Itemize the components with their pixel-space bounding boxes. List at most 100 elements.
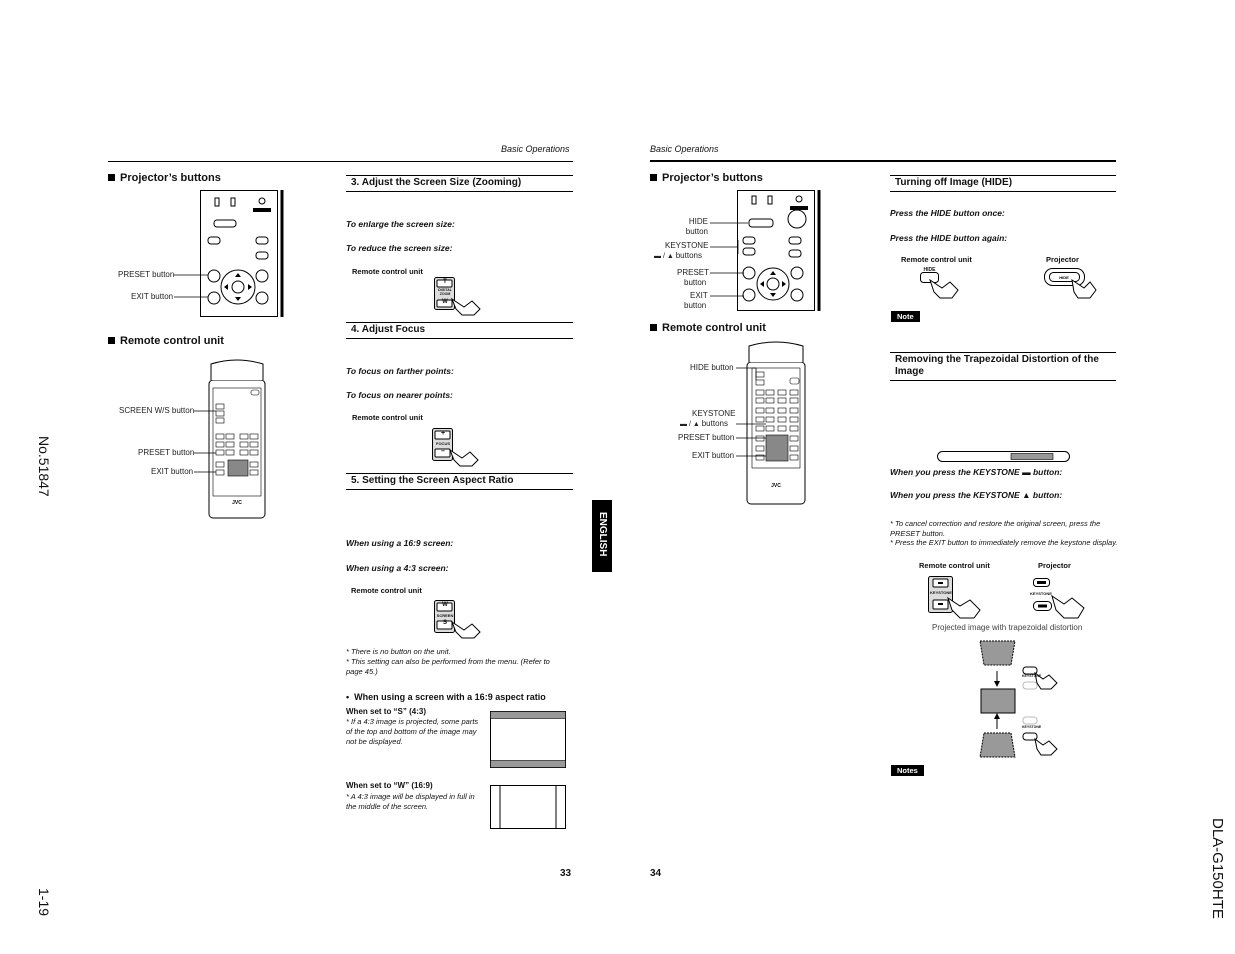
keystone-seq-label-1: KEYSTONE xyxy=(1022,674,1042,678)
left-preset-label: PRESET button xyxy=(118,270,175,279)
left-running-header: Basic Operations xyxy=(501,144,570,154)
zoom-key-t: T xyxy=(443,279,447,285)
aspect-top-rule xyxy=(346,473,573,474)
hide-top-rule xyxy=(890,175,1116,176)
language-tab: ENGLISH xyxy=(592,500,612,572)
r-hide-l1: HIDE xyxy=(688,217,708,226)
focus-keys-illustration xyxy=(432,428,479,467)
r-exit-l2: button xyxy=(684,301,707,310)
set-w-title: When set to “W” (16:9) xyxy=(346,781,433,790)
focus-top-rule xyxy=(346,322,573,323)
right-header-rule xyxy=(650,160,1116,162)
keystone-projector-key-label: KEYSTONE xyxy=(1030,591,1052,596)
left-callout-lines xyxy=(174,274,208,298)
r-hide-l2: button xyxy=(685,227,708,236)
keystone-remote-key-label: KEYSTONE xyxy=(930,590,952,595)
focus-remote-label: Remote control unit xyxy=(352,413,423,422)
remote-callout-lines xyxy=(194,410,216,473)
doc-number: No.51847 xyxy=(36,436,52,497)
keystone-note-1: * To cancel correction and restore the o… xyxy=(890,519,1101,538)
r-remote-key-l2-wrap: ▬ / ▲ buttons xyxy=(680,419,728,428)
zoom-keys-illustration xyxy=(434,277,481,316)
aspect-keys-illustration xyxy=(434,600,481,639)
r-preset-l2: button xyxy=(684,278,707,287)
focus-farther: To focus on farther points: xyxy=(346,366,454,376)
aspect-remote-label: Remote control unit xyxy=(351,586,422,595)
left-header-rule xyxy=(108,161,573,162)
right-running-header: Basic Operations xyxy=(650,144,719,154)
set-w-diagram xyxy=(490,785,566,829)
screen-ws-label: SCREEN W/S button xyxy=(119,406,195,415)
svg-text:JVC: JVC xyxy=(771,483,781,489)
focus-bottom-rule xyxy=(346,338,573,339)
aspect-43: When using a 4:3 screen: xyxy=(346,563,449,573)
hide-bottom-rule xyxy=(890,191,1116,192)
keystone-press-down: When you press the KEYSTONE ▬ button: xyxy=(890,467,1063,477)
focus-key-plus: + xyxy=(440,430,446,437)
left-page-number: 33 xyxy=(560,868,572,879)
hide-again: Press the HIDE button again: xyxy=(890,233,1008,243)
set-s-title: When set to “S” (4:3) xyxy=(346,707,427,716)
keystone-press-up: When you press the KEYSTONE ▲ button: xyxy=(890,490,1063,500)
aspect-key-label: SCREEN xyxy=(436,613,454,618)
keystone-caption: Projected image with trapezoidal distort… xyxy=(932,623,1083,632)
hide-projector-label: Projector xyxy=(1046,255,1079,264)
aspect-note-1: * There is no button on the unit. xyxy=(346,647,451,656)
remote-unit-heading: Remote control unit xyxy=(108,335,224,347)
projector-panel-illustration xyxy=(200,190,284,317)
right-remote-illustration: JVC xyxy=(746,341,806,505)
right-projector-panel-illustration xyxy=(737,190,821,311)
hide-title: Turning off Image (HIDE) xyxy=(895,177,1013,188)
zoom-title: 3. Adjust the Screen Size (Zooming) xyxy=(351,177,522,188)
focus-key-minus: – xyxy=(441,448,445,455)
right-remote-callouts xyxy=(736,367,766,457)
left-exit-label: EXIT button xyxy=(131,292,174,301)
hide-once: Press the HIDE button once: xyxy=(890,208,1005,218)
zoom-top-rule xyxy=(346,175,573,176)
svg-text:JVC: JVC xyxy=(232,500,242,506)
r-key-l2-wrap: ▬ / ▲ buttons xyxy=(654,251,702,260)
r-remote-exit: EXIT button xyxy=(692,451,735,460)
aspect-note-2: * This setting can also be performed fro… xyxy=(346,657,550,676)
keystone-note-2: * Press the EXIT button to immediately r… xyxy=(890,538,1118,547)
keystone-title: Removing the Trapezoidal Distortion of t… xyxy=(895,354,1099,377)
keystone-indicator-bar xyxy=(937,451,1070,462)
keystone-remote-keys-illustration xyxy=(928,576,981,619)
r-exit-l1: EXIT xyxy=(690,291,708,300)
focus-key-label: FOCUS xyxy=(436,441,450,446)
keystone-notes-badge: Notes xyxy=(891,765,924,776)
keystone-seq-label-2: KEYSTONE xyxy=(1022,725,1042,729)
zoom-enlarge: To enlarge the screen size: xyxy=(346,219,455,229)
keystone-sequence-diagram xyxy=(979,640,1058,758)
zoom-remote-label: Remote control unit xyxy=(352,267,423,276)
keystone-top-rule xyxy=(890,352,1116,353)
r-remote-key-l1: KEYSTONE xyxy=(692,409,736,418)
hide-projector-key-illustration: HIDE xyxy=(1044,268,1097,299)
zoom-key-label: DIGITAL ZOOM xyxy=(438,288,452,296)
aspect-169-subheading: • When using a screen with a 16:9 aspect… xyxy=(346,692,546,702)
r-remote-preset: PRESET button xyxy=(678,433,735,442)
keystone-projector-keys-illustration xyxy=(1033,578,1085,619)
focus-nearer: To focus on nearer points: xyxy=(346,390,453,400)
right-page-number: 34 xyxy=(650,868,662,879)
aspect-169: When using a 16:9 screen: xyxy=(346,538,454,548)
hide-remote-label: Remote control unit xyxy=(901,255,972,264)
remote-illustration: JVC xyxy=(208,359,266,519)
page-code: 1-19 xyxy=(36,888,52,917)
aspect-title: 5. Setting the Screen Aspect Ratio xyxy=(351,475,514,486)
keystone-projector-label: Projector xyxy=(1038,561,1071,570)
set-s-diagram xyxy=(490,711,566,768)
aspect-key-w: W xyxy=(442,602,448,608)
hide-remote-key-illustration xyxy=(920,272,959,299)
r-preset-l1: PRESET xyxy=(677,268,710,277)
aspect-key-s: S xyxy=(442,620,447,626)
remote-preset-label: PRESET button xyxy=(138,448,195,457)
r-key-l1: KEYSTONE xyxy=(665,241,709,250)
focus-title: 4. Adjust Focus xyxy=(351,324,426,335)
r-remote-hide: HIDE button xyxy=(690,363,734,372)
svg-text:HIDE: HIDE xyxy=(1059,275,1069,280)
right-projector-callouts xyxy=(710,222,748,297)
remote-exit-label: EXIT button xyxy=(151,467,194,476)
model-name: DLA-G150HTE xyxy=(1209,818,1226,919)
hide-note-badge: Note xyxy=(891,311,920,322)
